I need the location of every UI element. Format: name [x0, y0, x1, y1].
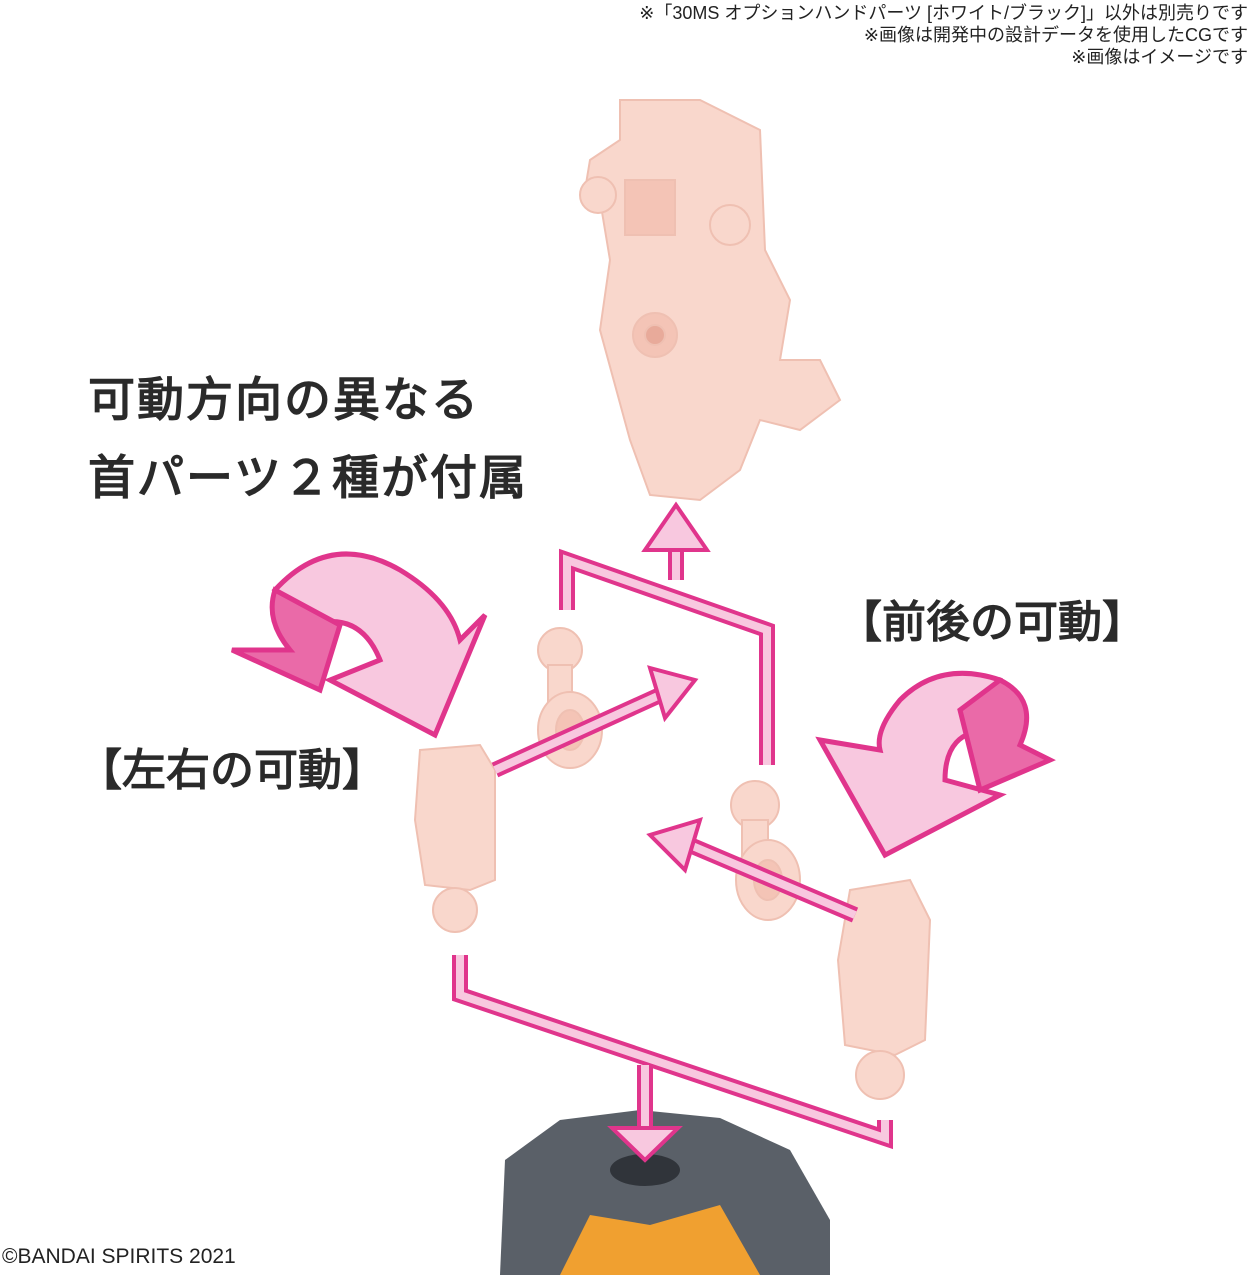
torso-part: [500, 1110, 830, 1275]
headline-line: 首パーツ２種が付属: [88, 451, 529, 506]
rotate-front-back-icon: [815, 670, 1056, 859]
rotate-left-right-icon: [230, 551, 488, 739]
note-line: ※「30MS オプションハンドパーツ [ホワイト/ブラック]」以外は別売りです: [639, 3, 1248, 23]
arrow-left-icon: [646, 817, 703, 874]
arrow-down-icon: [607, 1126, 683, 1163]
label-front-back: 【前後の可動】: [838, 597, 1146, 648]
arrow-up-icon: [641, 501, 711, 552]
connection-lines: [452, 501, 893, 1163]
headline: 可動方向の異なる 首パーツ２種が付属: [88, 362, 528, 518]
note-line: ※画像は開発中の設計データを使用したCGです: [863, 25, 1248, 45]
headline-line: 可動方向の異なる: [88, 373, 480, 428]
label-left-right: 【左右の可動】: [78, 745, 386, 796]
note-line: ※画像はイメージです: [1071, 47, 1248, 67]
disclaimer-notes: ※「30MS オプションハンドパーツ [ホワイト/ブラック]」以外は別売りです …: [639, 2, 1248, 68]
arrow-upright-icon: [647, 665, 699, 723]
head-part: [579, 99, 842, 502]
copyright: ©BANDAI SPIRITS 2021: [2, 1245, 236, 1268]
